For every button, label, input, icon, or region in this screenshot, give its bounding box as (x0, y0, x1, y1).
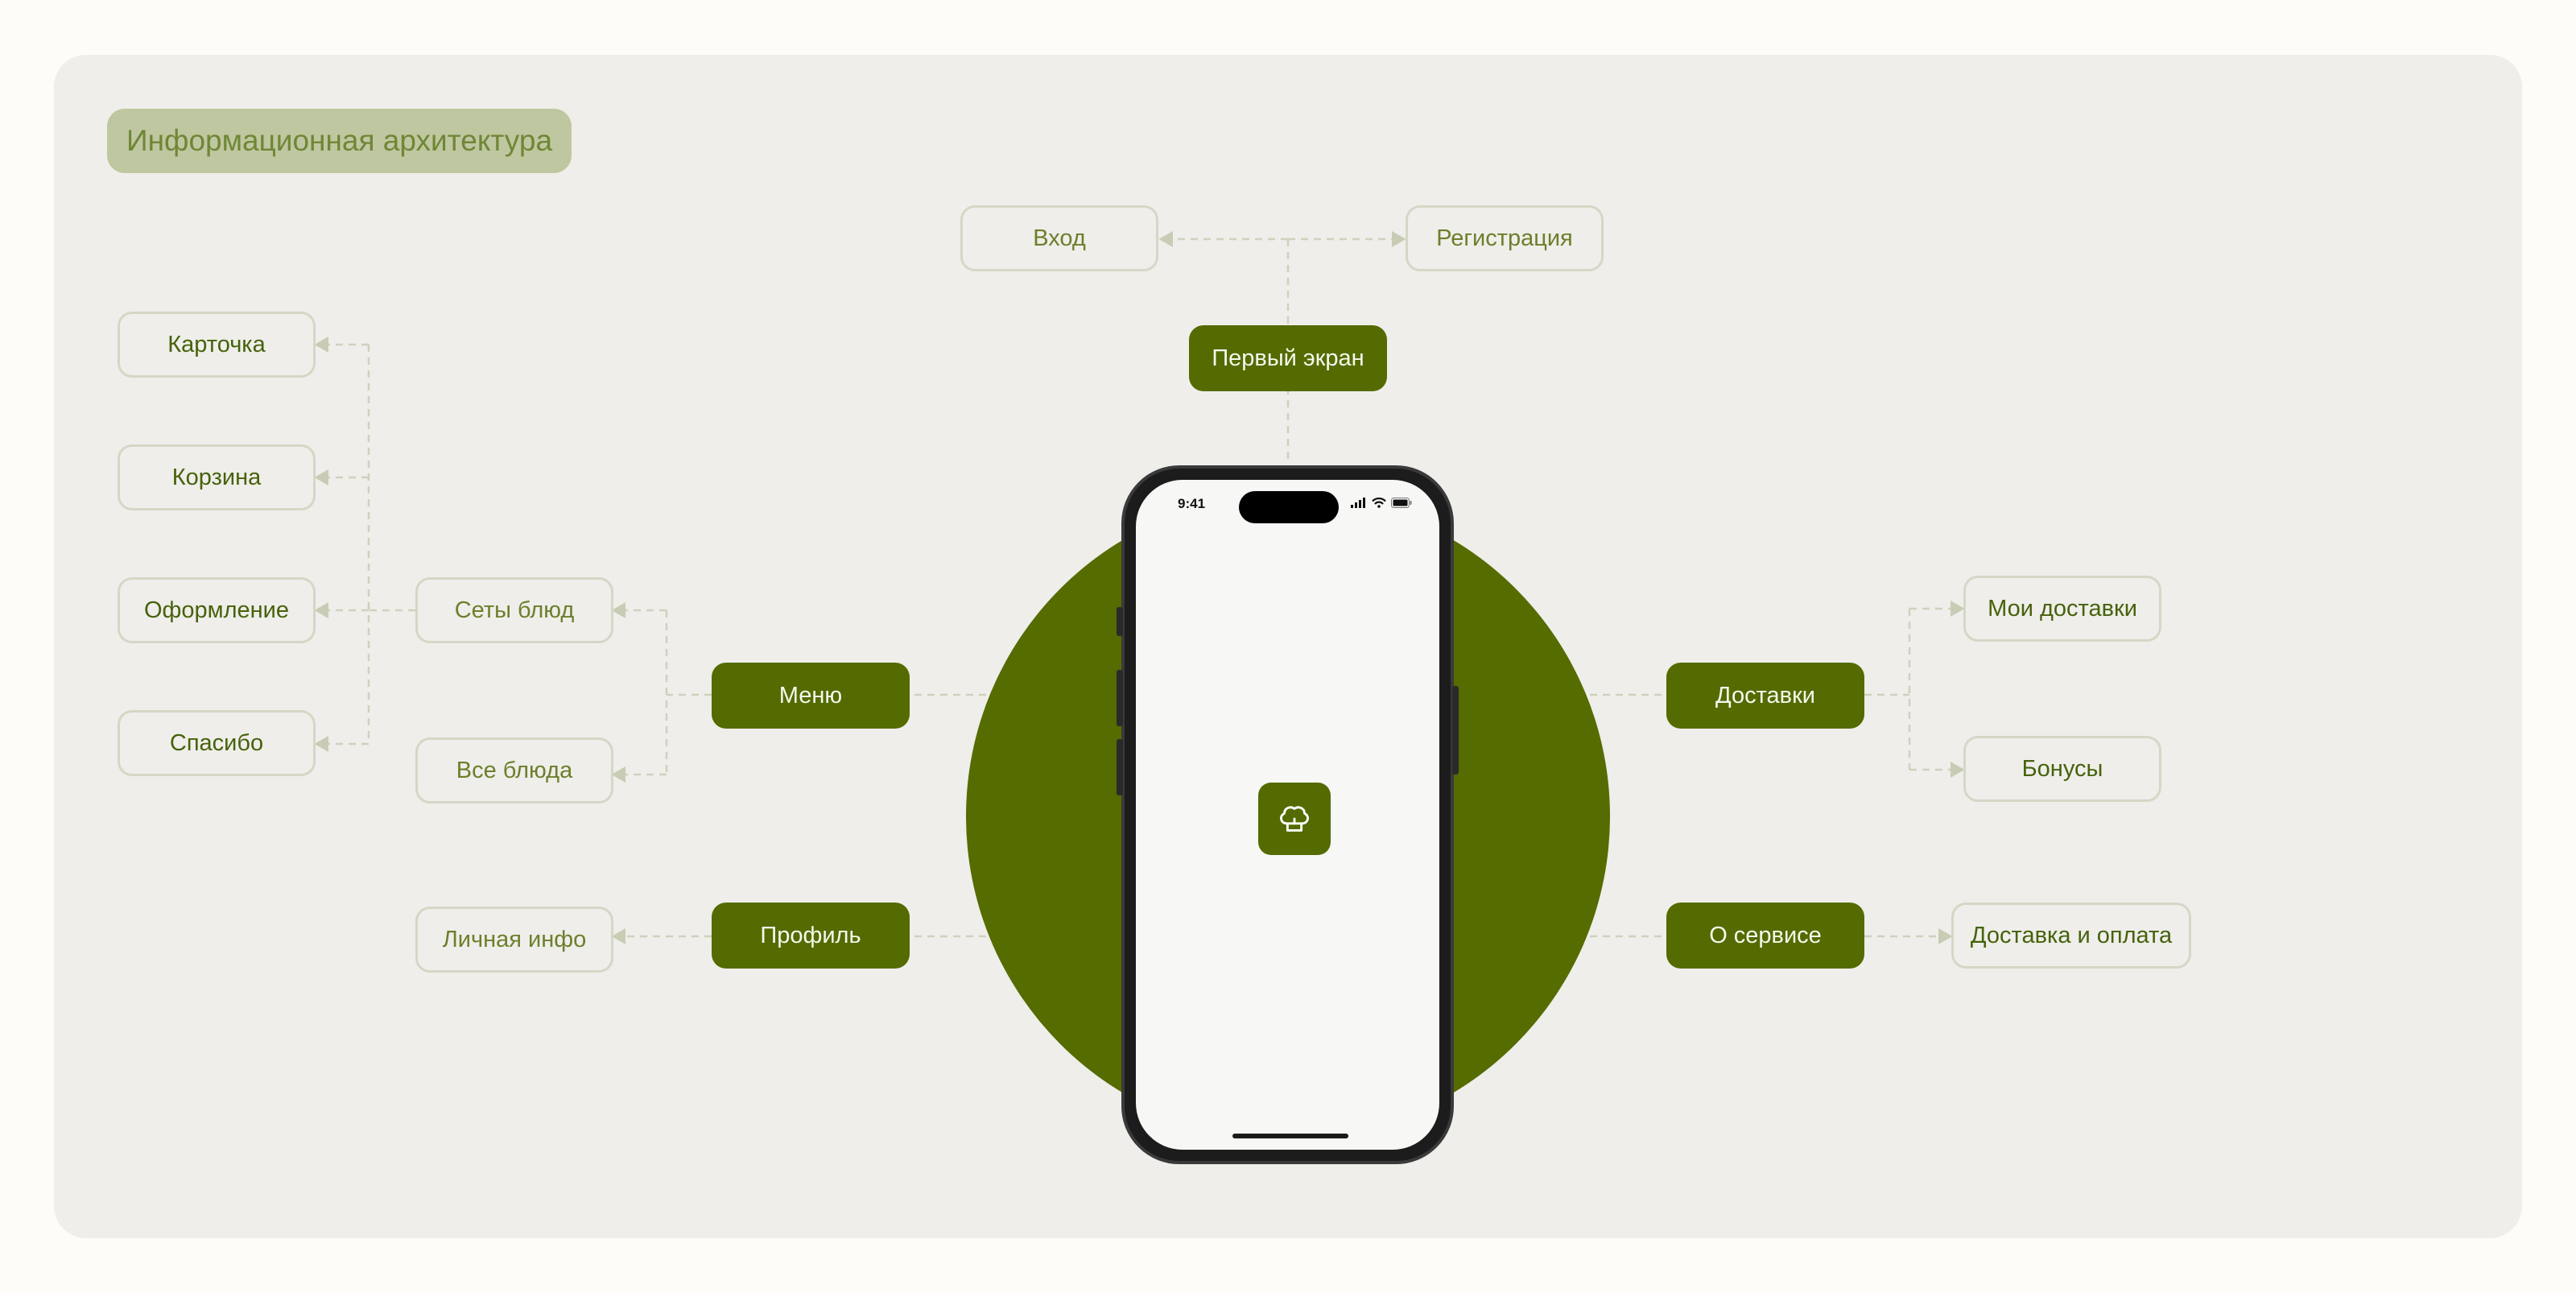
battery-icon (1391, 498, 1412, 508)
chef-hat-glyph (1280, 806, 1309, 832)
node-vse: Все блюда (415, 737, 613, 803)
phone-mockup: 9:41 (1117, 465, 1459, 1164)
wifi-icon (1372, 498, 1386, 508)
node-sety: Сеты блюд (415, 577, 613, 643)
node-first-screen: Первый экран (1189, 325, 1387, 391)
node-profile: Профиль (712, 903, 910, 969)
home-indicator (1232, 1134, 1348, 1138)
node-korzina: Корзина (118, 444, 316, 510)
phone-volume-down (1117, 739, 1123, 795)
chef-hat-icon[interactable] (1258, 783, 1331, 855)
node-delivery-payment: Доставка и оплата (1951, 903, 2191, 969)
node-my-deliveries: Мои доставки (1963, 576, 2161, 642)
node-about: О сервисе (1666, 903, 1864, 969)
phone-screen: 9:41 (1136, 480, 1439, 1150)
status-time: 9:41 (1178, 496, 1206, 511)
node-kartochka: Карточка (118, 312, 316, 378)
node-registration: Регистрация (1406, 205, 1604, 271)
node-vhod: Вход (960, 205, 1158, 271)
diagram-title: Информационная архитектура (107, 109, 572, 173)
phone-silent-switch (1117, 607, 1123, 636)
node-bonuses: Бонусы (1963, 736, 2161, 802)
node-deliveries: Доставки (1666, 663, 1864, 729)
dynamic-island (1239, 491, 1339, 523)
node-menu: Меню (712, 663, 910, 729)
node-personal: Личная инфо (415, 907, 613, 973)
phone-power-button (1452, 686, 1459, 775)
phone-volume-up (1117, 670, 1123, 726)
status-icons (1351, 498, 1412, 508)
signal-icon (1351, 498, 1365, 508)
node-oformlenie: Оформление (118, 577, 316, 643)
node-spasibo: Спасибо (118, 710, 316, 776)
